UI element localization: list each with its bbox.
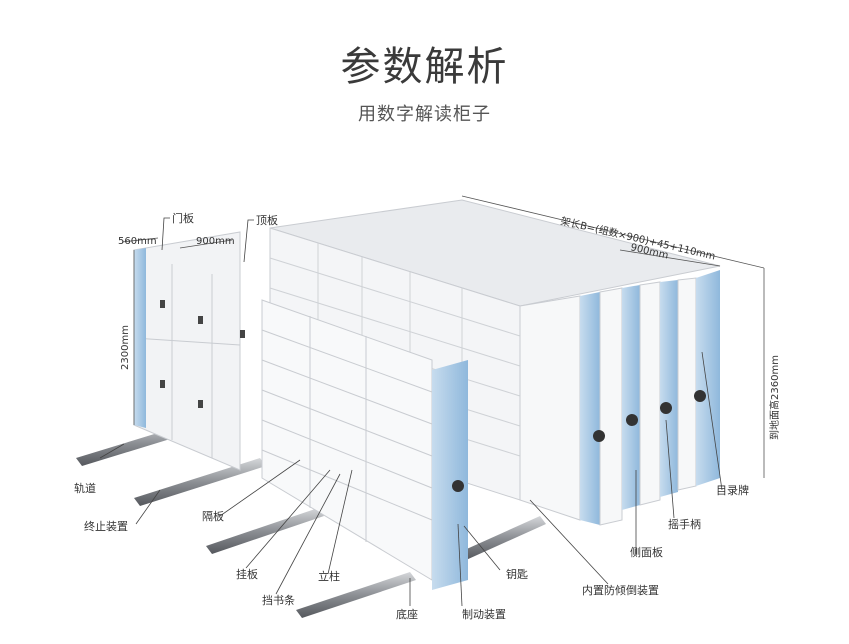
dim-width: 900mm <box>196 236 235 247</box>
dimension-lines <box>121 195 765 478</box>
front-shelf-unit <box>261 299 468 590</box>
label-anti-tip-device: 内置防倾倒装置 <box>582 583 659 597</box>
page-subtitle: 用数字解读柜子 <box>358 104 491 125</box>
label-side-panel: 侧面板 <box>630 545 663 559</box>
label-door-panel: 门板 <box>172 211 194 225</box>
label-directory-card: 目录牌 <box>716 483 749 497</box>
label-column: 立柱 <box>318 569 340 583</box>
label-key: 钥匙 <box>506 567 528 581</box>
label-stop-device: 终止装置 <box>84 519 128 533</box>
label-top-panel: 顶板 <box>256 213 278 227</box>
label-base: 底座 <box>396 607 418 621</box>
dim-depth: 560mm <box>118 236 157 247</box>
label-brake-device: 制动装置 <box>462 608 506 621</box>
label-track: 轨道 <box>74 481 96 495</box>
leader-lines <box>99 217 723 607</box>
left-door-cabinets <box>133 231 245 471</box>
dim-floor-height: 到地面高2360mm <box>768 355 781 440</box>
label-hand-crank: 摇手柄 <box>668 517 701 531</box>
page-title: 参数解析 <box>340 44 509 90</box>
dim-height: 2300mm <box>120 325 131 370</box>
label-hanging-board: 挂板 <box>236 567 258 581</box>
label-book-stop: 挡书条 <box>262 593 295 607</box>
label-shelf: 隔板 <box>202 509 224 523</box>
